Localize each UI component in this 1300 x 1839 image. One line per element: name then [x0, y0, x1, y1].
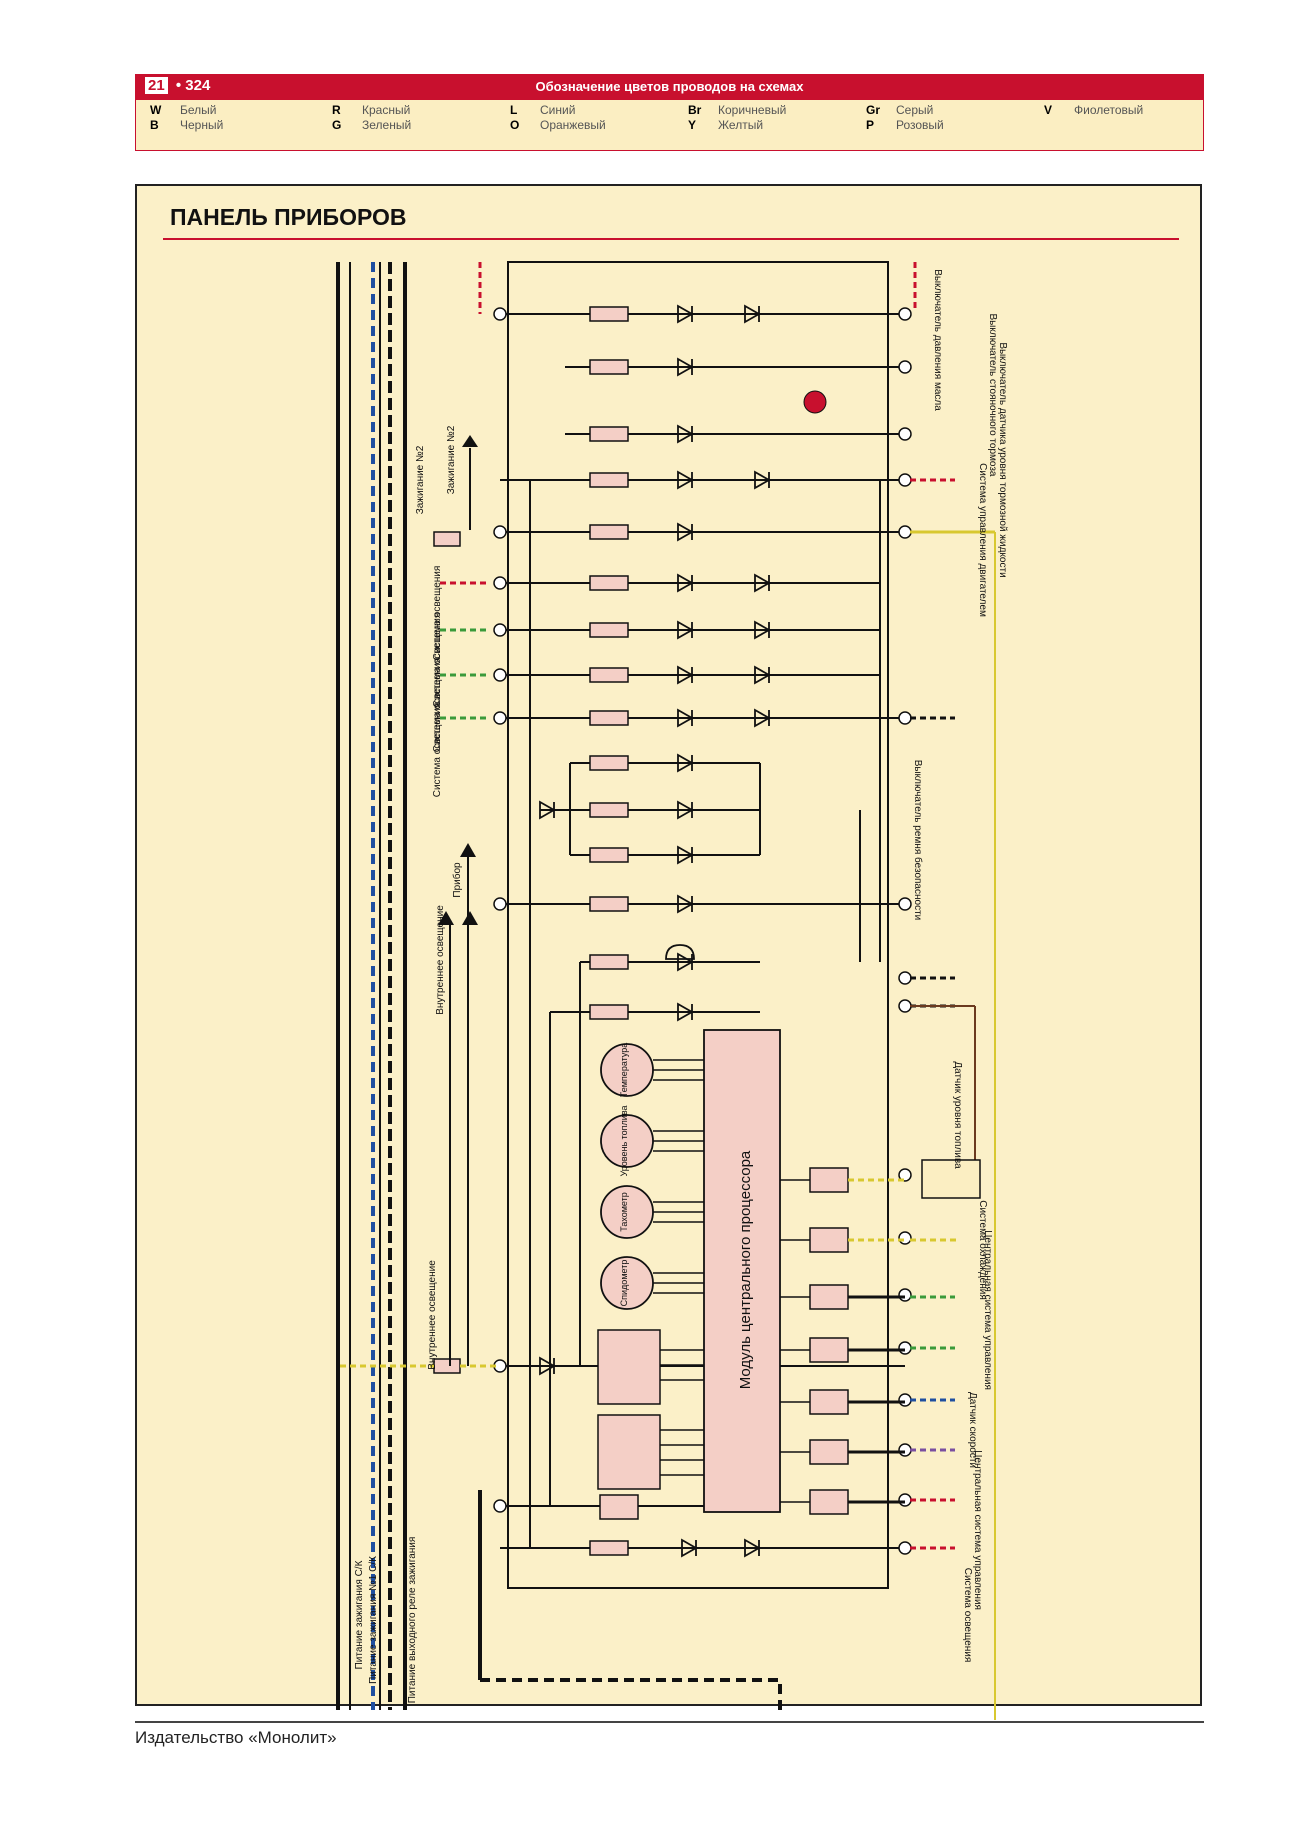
gauge-speed-label: Спидометр [619, 1260, 629, 1307]
arrows [438, 435, 478, 925]
label-device: Прибор [451, 862, 463, 898]
buzzer-symbol [665, 944, 695, 960]
label-interior-light-top: Внутреннее освещение [435, 905, 446, 1015]
gauges [600, 1043, 654, 1310]
processor-box-1 [597, 1329, 661, 1405]
label-seat-belt: Выключатель ремня безопасности [912, 760, 924, 920]
label-fuel-sensor: Датчик уровня топлива [952, 1061, 963, 1169]
fuel-level-sensor [921, 1159, 981, 1199]
label-ignition2-a: Зажигание №2 [415, 445, 426, 514]
footer-divider [135, 1721, 1204, 1723]
label-central-1: Центральная система управления [982, 1230, 993, 1390]
gauge-fuel-label: Уровень топлива [619, 1105, 629, 1176]
label-power-ign2: Питание зажигания №1 С/К [368, 1556, 379, 1684]
diagram-panel [135, 184, 1202, 1706]
label-engine-control: Система управления двигателем [977, 463, 988, 617]
header-title: Обозначение цветов проводов на схемах [535, 79, 804, 94]
label-oil-pressure: Выключатель давления масла [932, 269, 943, 411]
page-value: 324 [185, 77, 211, 94]
cpu-module-label: Модуль центрального процессора [737, 1150, 754, 1389]
color-legend-header: 21 • 324 Обозначение цветов проводов на … [135, 74, 1204, 152]
gauge-temp-label: Температура [619, 1043, 629, 1098]
label-parking-brake: Выключатель стояночного тормоза [987, 314, 998, 477]
processor-box-2 [597, 1414, 661, 1490]
resistors [433, 306, 849, 1556]
warning-symbol [803, 390, 827, 414]
label-lighting-1: Система освещения [432, 566, 443, 661]
header-bar: 21 • 324 Обозначение цветов проводов на … [135, 74, 1204, 100]
label-brake-fluid: Выключатель датчика уровня тормозной жид… [997, 342, 1008, 577]
led-indicators [539, 304, 771, 1558]
instrument-cluster-outline [507, 261, 889, 1589]
title-underline [163, 238, 1179, 240]
indicator-rows [500, 313, 905, 1549]
label-lighting-right: Система освещения [962, 1568, 973, 1663]
page-number: 21 • 324 [145, 77, 210, 94]
label-ignition2-b: Зажигание №2 [446, 425, 457, 494]
gauge-tach-label: Тахометр [619, 1192, 629, 1232]
chapter-number: 21 [145, 77, 168, 94]
label-central-2: Центральная система управления [972, 1450, 983, 1610]
label-relay-power: Питание выходного реле зажигания [407, 1537, 418, 1704]
left-terminals [493, 307, 507, 1513]
section-title: ПАНЕЛЬ ПРИБОРОВ [170, 204, 407, 230]
label-power-ign: Питание зажигания С/К [354, 1560, 365, 1669]
publisher-footer: Издательство «Монолит» [135, 1728, 337, 1747]
right-terminals [898, 307, 912, 1555]
label-sensor: Датчик скорости [967, 1392, 978, 1468]
label-lighting-2: Система освещения [432, 613, 443, 708]
label-lighting-3: Система освещения [432, 658, 443, 753]
label-lighting-4: Система освещения [432, 703, 443, 798]
bus-lines [336, 262, 782, 1710]
label-cooling: Система охлаждения [977, 1200, 988, 1300]
cpu-module [703, 1029, 781, 1513]
right-wires [340, 262, 996, 1720]
label-interior-light-bottom: Внутреннее освещение [427, 1260, 438, 1370]
